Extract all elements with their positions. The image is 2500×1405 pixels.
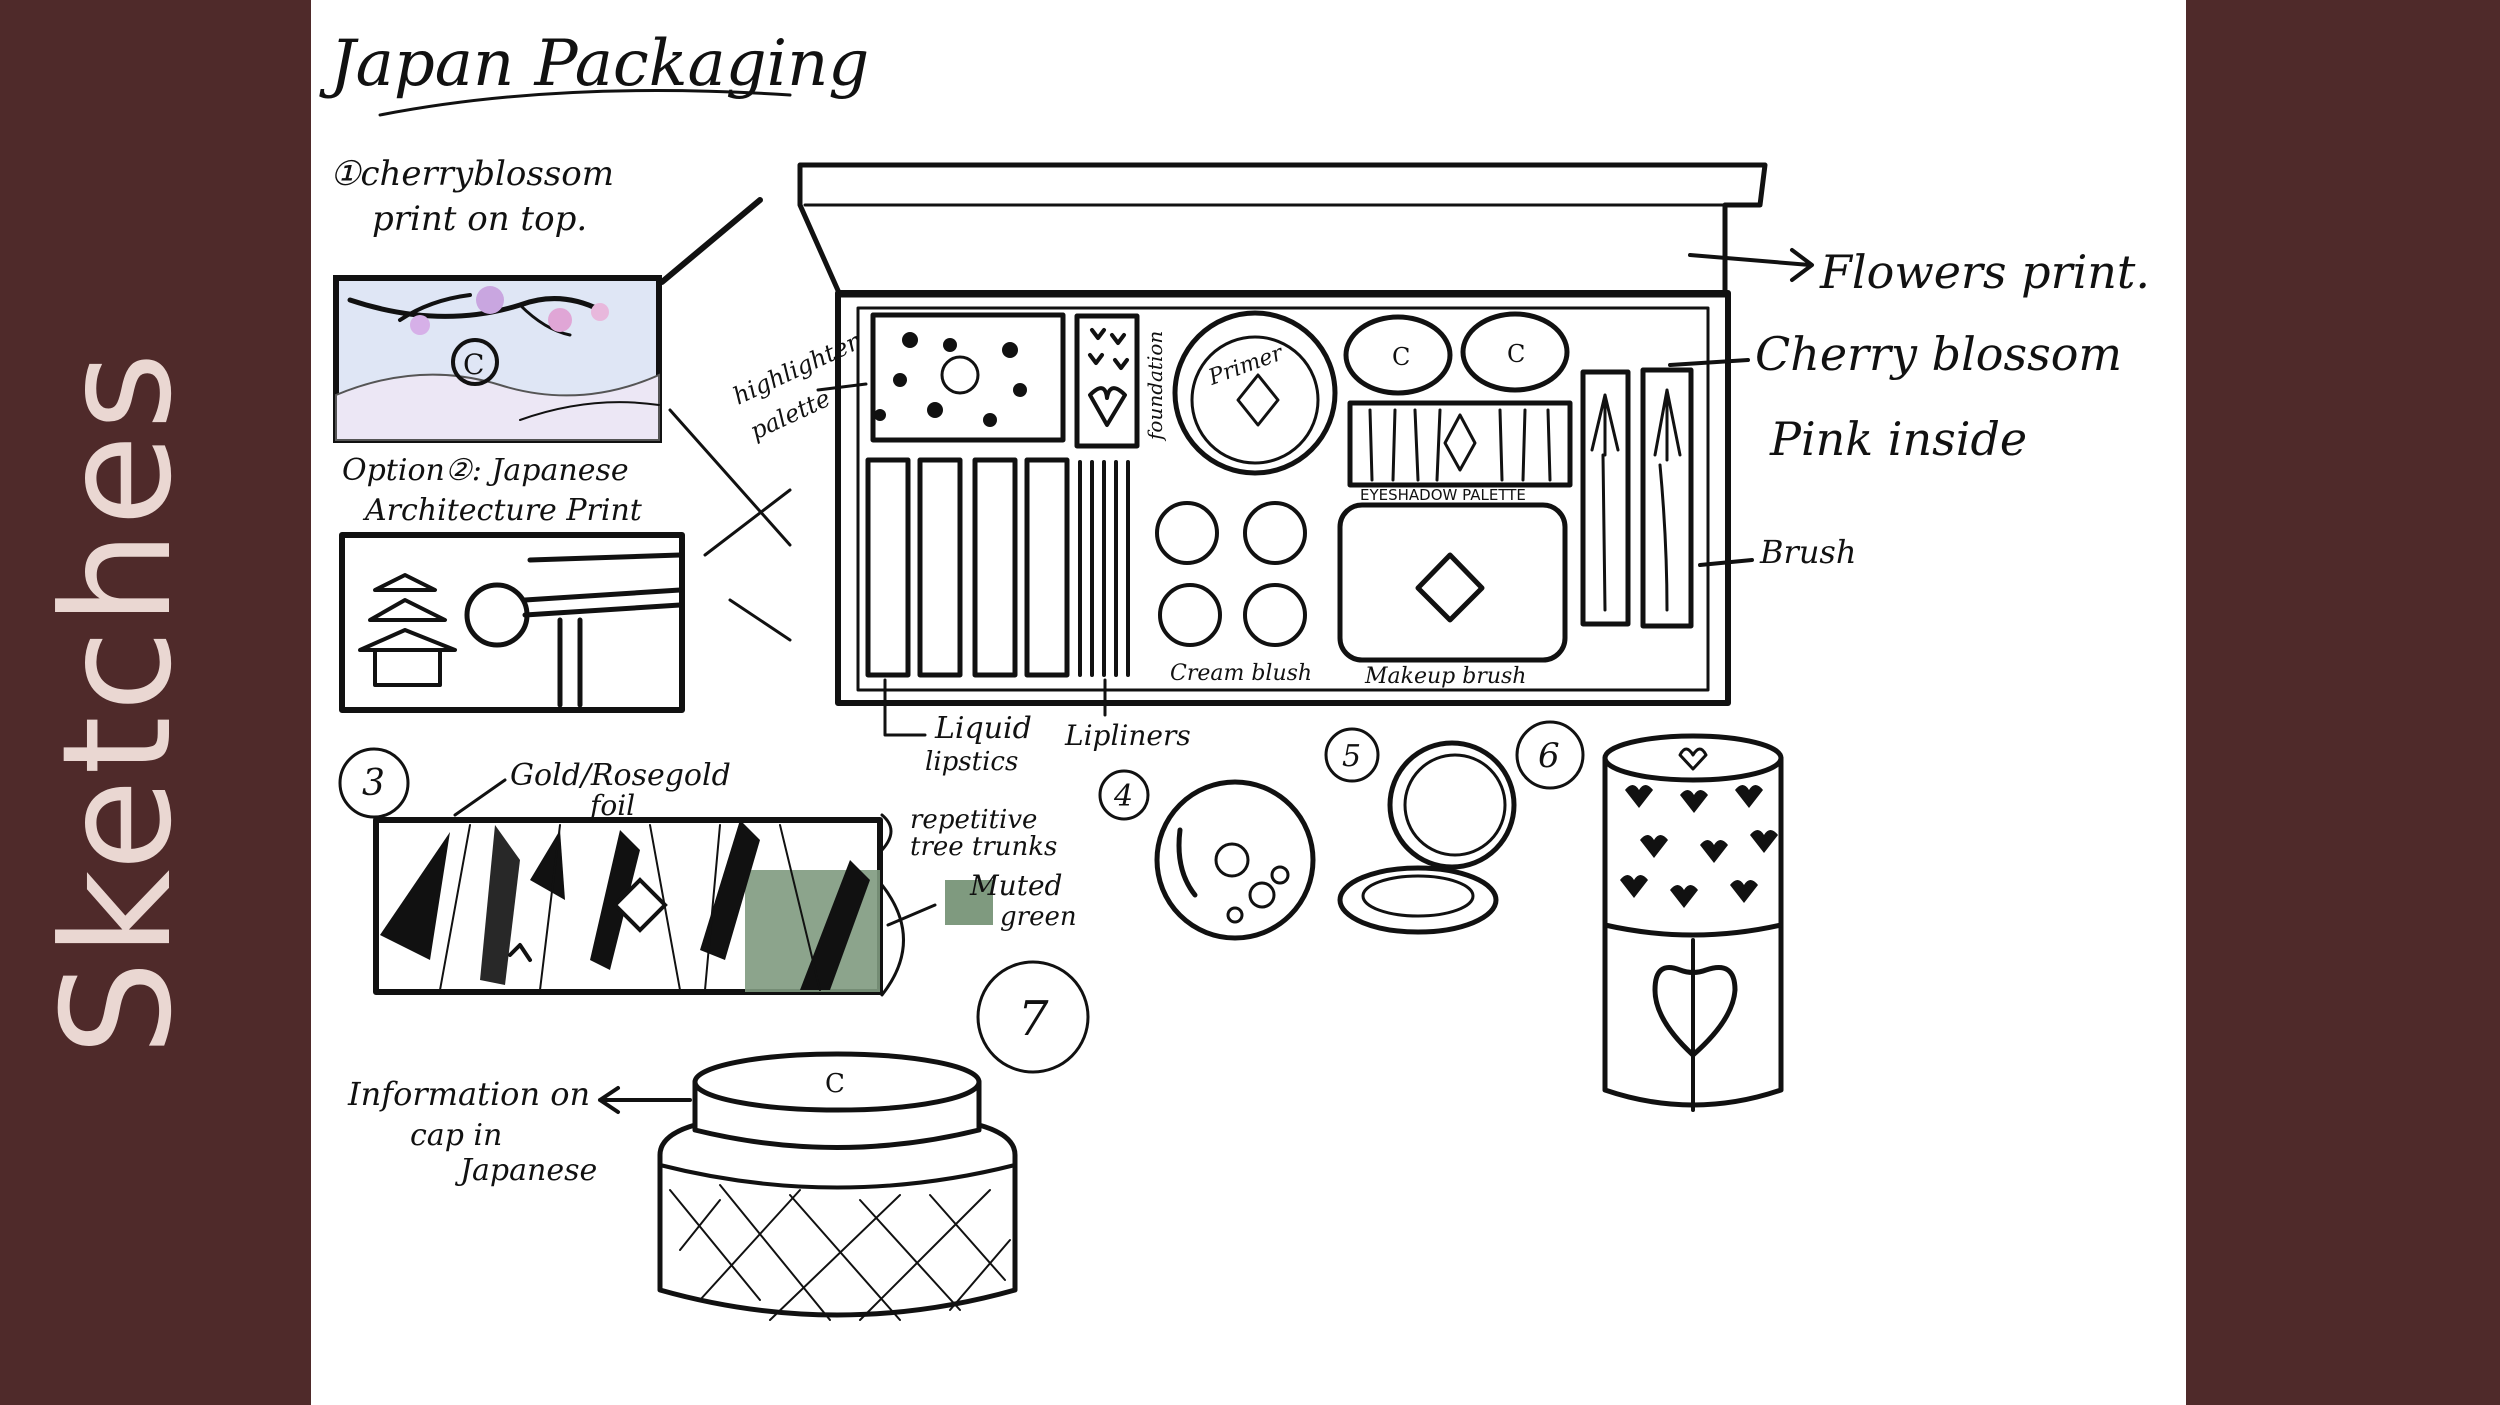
powder-sketch (1337, 740, 1517, 935)
muted-brace (880, 883, 905, 997)
item6-circle (1515, 720, 1585, 790)
brush-label: Brush (1759, 533, 1856, 571)
svg-text:C: C (463, 348, 484, 381)
info-label-line1: Information on (347, 1075, 590, 1113)
item7-number: 7 (1018, 991, 1049, 1047)
tree-trunk-panel (373, 817, 883, 995)
item5-number: 5 (1342, 739, 1361, 774)
trees-brace (880, 813, 893, 852)
item4-number: 4 (1113, 779, 1133, 814)
option1-label-line1: ①cherryblossom (330, 154, 614, 194)
item4-circle (1098, 769, 1150, 821)
makeup-brush-label: Makeup brush (1364, 664, 1526, 689)
liquid-arrow (883, 678, 927, 737)
info-label-line2: cap in (410, 1118, 502, 1153)
cherry-inside-line2: Pink inside (1769, 412, 2027, 466)
cherry-arrow (1668, 358, 1750, 367)
compact-sketch (1154, 779, 1316, 941)
option1-label-line2: print on top. (372, 199, 587, 239)
right-band (2186, 0, 2500, 1405)
liquid-label-line1: Liquid (934, 711, 1032, 746)
sketch-title: Japan Packaging (319, 27, 869, 101)
flowers-arrow (1688, 248, 1814, 282)
lipliners-label: Lipliners (1064, 719, 1191, 752)
svg-text:C: C (1507, 340, 1525, 368)
info-arrow (598, 1086, 692, 1114)
foundation-label: foundation (1143, 331, 1167, 442)
liquid-label-line2: lipstics (925, 747, 1018, 777)
muted-arrow (886, 903, 937, 927)
option3-number: 3 (362, 763, 385, 804)
architecture-panel (339, 532, 685, 713)
flowers-print-label: Flowers print. (1819, 245, 2150, 299)
trees-label-line1: repetitive (910, 805, 1037, 835)
svg-text:C: C (1392, 343, 1410, 371)
option2-label-line1: Option②: Japanese (342, 453, 629, 488)
makeup-box: C C (797, 162, 1768, 706)
svg-text:C: C (825, 1069, 845, 1099)
tube-sketch (1602, 733, 1784, 1112)
item5-circle (1324, 727, 1380, 783)
muted-green-swatch (945, 880, 993, 925)
pointer-lines (668, 408, 792, 642)
brush-arrow (1698, 558, 1754, 567)
trees-label-line2: tree trunks (910, 832, 1057, 862)
item7-circle (976, 960, 1090, 1074)
option3-circle (338, 747, 410, 819)
pot-sketch: C (657, 1051, 1018, 1321)
cherry-inside-line1: Cherry blossom (1755, 327, 2122, 381)
option2-label-line2: Architecture Print (362, 493, 643, 528)
eyeshadow-label: EYESHADOW PALETTE (1360, 486, 1526, 504)
muted-label-line2: green (1000, 902, 1077, 932)
cherry-blossom-panel: C (333, 197, 763, 443)
foil-label-line1: Gold/Rosegold (510, 758, 731, 793)
muted-label-line1: Muted (969, 869, 1062, 902)
left-band (0, 0, 311, 1405)
foil-arrow (453, 778, 507, 817)
item6-number: 6 (1538, 736, 1560, 776)
title-underline (378, 89, 792, 117)
foil-label-line2: foil (588, 789, 635, 822)
info-label-line3: Japanese (454, 1153, 597, 1188)
cream-blush-label: Cream blush (1170, 661, 1312, 686)
highlighter-arrow (816, 382, 868, 392)
